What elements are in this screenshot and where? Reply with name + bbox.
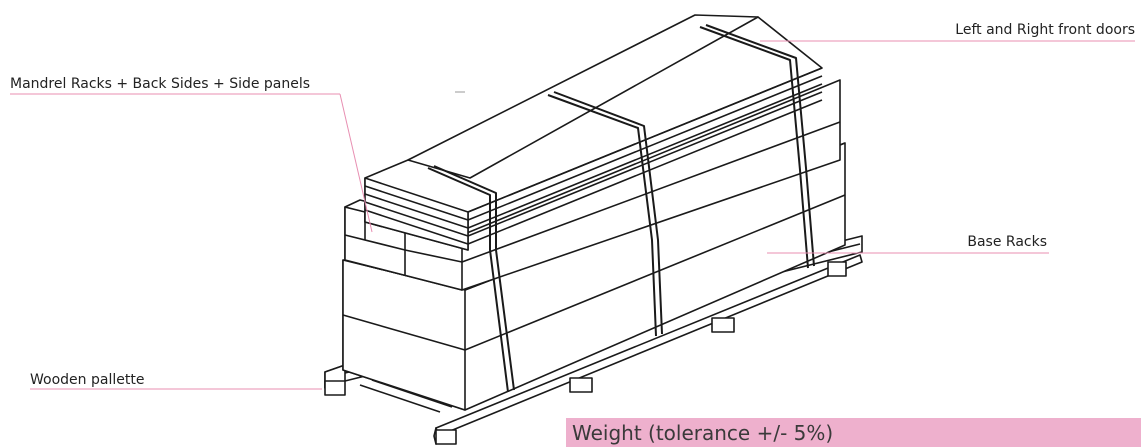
- label-doors: Left and Right front doors: [955, 22, 1135, 38]
- weight-header: Weight (tolerance +/- 5%): [566, 418, 1141, 447]
- base-racks-block: [342, 142, 846, 411]
- weight-title: Weight (tolerance +/- 5%): [572, 421, 834, 445]
- straps: [427, 24, 815, 393]
- leader-mandrel-d: [339, 93, 373, 233]
- label-pallet: Wooden pallette: [30, 372, 145, 388]
- label-mandrel: Mandrel Racks + Back Sides + Side panels: [10, 76, 311, 92]
- label-base-racks: Base Racks: [967, 234, 1047, 250]
- leader-lines: [10, 40, 1135, 390]
